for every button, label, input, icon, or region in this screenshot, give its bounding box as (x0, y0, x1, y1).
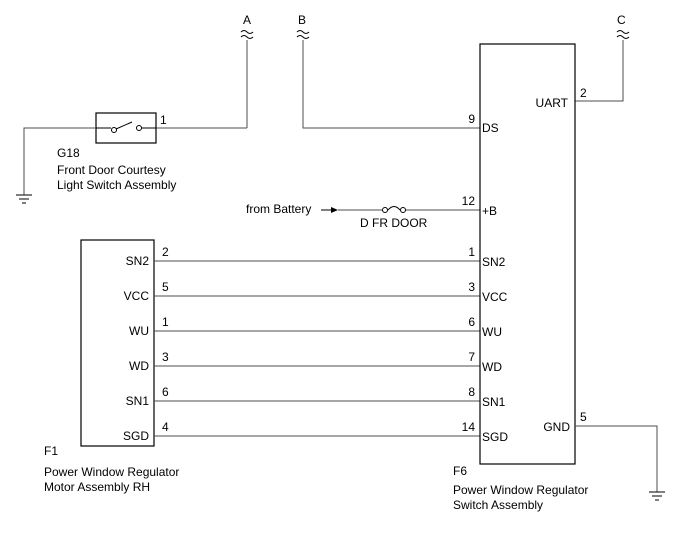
g18-name-line2: Light Switch Assembly (57, 178, 176, 192)
f6-pin-number: 5 (580, 410, 587, 424)
wire-g18-ground (23, 127, 96, 195)
f6-left-pin: WU 6 (468, 315, 502, 339)
f1-pin-label: WU (129, 324, 149, 338)
connector-b-label: B (298, 13, 306, 27)
connector-c-label: C (617, 13, 626, 27)
f6-pin-label: +B (482, 204, 497, 218)
f6-left-pin: SN1 8 (468, 385, 505, 409)
wire-uart (575, 40, 624, 102)
break-mark-icon (616, 35, 630, 39)
f6-right-pin: UART 2 (536, 86, 587, 110)
f1-pin-number: 5 (162, 280, 169, 294)
battery-label: from Battery (246, 202, 311, 216)
f1-pin-label: VCC (124, 289, 150, 303)
f1-pin-label: SGD (123, 429, 149, 443)
f6-pin-number: 7 (468, 350, 475, 364)
f1-pin-label: WD (129, 359, 149, 373)
f1-box (80, 239, 155, 447)
f1-pin: SN2 2 (126, 245, 169, 268)
f6-left-pin: WD 7 (468, 350, 502, 374)
f6-pin-number: 6 (468, 315, 475, 329)
ground-icon (16, 194, 32, 204)
f6-pin-number: 3 (468, 280, 475, 294)
f1-name-line1: Power Window Regulator (44, 465, 179, 479)
f1-pin-number: 1 (162, 315, 169, 329)
wire-gnd (575, 425, 658, 492)
f6-pin-label: GND (543, 420, 570, 434)
f1-pin: SN1 6 (126, 385, 169, 408)
wire-ds (302, 40, 480, 129)
f1-code: F1 (44, 444, 58, 458)
f1-pin: SGD 4 (123, 420, 169, 443)
f6-code: F6 (453, 464, 467, 478)
f6-pin-number: 12 (462, 194, 476, 208)
f6-right-pin: GND 5 (543, 410, 587, 434)
f6-pin-label: UART (536, 96, 569, 110)
battery-feed: from Battery D FR DOOR (246, 202, 480, 230)
f6-pin-label: DS (482, 121, 499, 135)
f6-pin-label: SN2 (482, 255, 506, 269)
connector-a-label: A (243, 13, 251, 27)
fuse-label: D FR DOOR (360, 216, 428, 230)
f6-pin-number: 1 (468, 245, 475, 259)
f6-name-line2: Switch Assembly (453, 498, 543, 512)
g18-switch: 1 G18 Front Door Courtesy Light Switch A… (16, 112, 247, 204)
connector-c: C (575, 13, 630, 102)
f6-pin-label: VCC (482, 290, 508, 304)
f1-f6-wires (154, 260, 480, 437)
f6-pin-label: SN1 (482, 395, 506, 409)
f6-left-pin: SGD 14 (462, 420, 509, 444)
f6-box (479, 43, 576, 465)
f1-pin-label: SN2 (126, 254, 150, 268)
f1-pin-number: 2 (162, 245, 169, 259)
f1-pin-label: SN1 (126, 394, 150, 408)
break-mark-icon (296, 30, 310, 34)
f1-pin: WD 3 (129, 350, 169, 373)
f6-pin-number: 14 (462, 420, 476, 434)
f6-pin-label: WD (482, 360, 502, 374)
f1-motor-assembly: SN2 2 VCC 5 WU 1 WD 3 SN1 6 SGD 4 F1 Pow… (44, 239, 179, 494)
f6-left-pin: VCC 3 (468, 280, 507, 304)
fuse-icon (382, 206, 406, 213)
f6-pin-label: WU (482, 325, 502, 339)
break-mark-icon (240, 30, 254, 34)
f6-left-pin: DS 9 (468, 112, 498, 135)
f6-left-pin: SN2 1 (468, 245, 505, 269)
f6-left-pin: +B 12 (462, 194, 497, 218)
f1-pin: WU 1 (129, 315, 169, 338)
f1-pin: VCC 5 (124, 280, 169, 303)
f1-name-line2: Motor Assembly RH (44, 480, 150, 494)
f6-pin-label: SGD (482, 430, 508, 444)
f1-pin-number: 3 (162, 350, 169, 364)
g18-code: G18 (57, 146, 80, 160)
f1-pin-number: 4 (162, 420, 169, 434)
f6-pin-number: 2 (580, 86, 587, 100)
f6-name-line1: Power Window Regulator (453, 483, 588, 497)
connector-a: A (240, 13, 254, 128)
f6-pin-number: 8 (468, 385, 475, 399)
arrow-right-icon (331, 207, 338, 213)
ground-icon (649, 491, 665, 501)
g18-pin-number: 1 (160, 113, 167, 127)
break-mark-icon (616, 30, 630, 34)
switch-icon (96, 121, 156, 133)
break-mark-icon (296, 35, 310, 39)
f6-switch-assembly: DS 9 +B 12 SN2 1 VCC 3 WU 6 WD 7 SN1 8 S… (453, 43, 665, 512)
connector-b: B (296, 13, 480, 129)
g18-name-line1: Front Door Courtesy (57, 163, 166, 177)
f1-pin-number: 6 (162, 385, 169, 399)
break-mark-icon (240, 35, 254, 39)
f6-pin-number: 9 (468, 112, 475, 126)
